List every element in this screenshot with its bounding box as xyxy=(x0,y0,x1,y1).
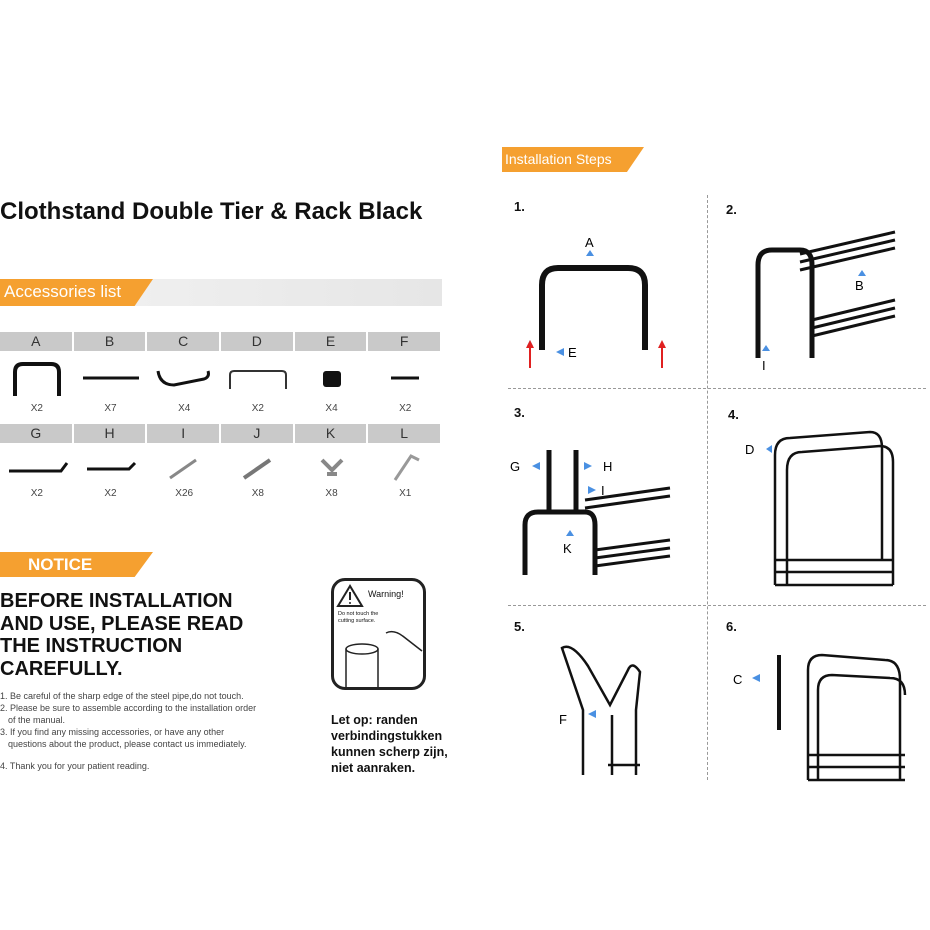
step-2-illustration xyxy=(755,230,896,358)
before-installation-warning: BEFORE INSTALLATION AND USE, PLEASE READ… xyxy=(0,590,300,680)
notice-heading: NOTICE xyxy=(0,552,153,577)
step-1-illustration xyxy=(526,250,666,368)
part-letter: F xyxy=(368,332,443,351)
divider xyxy=(508,388,926,389)
note-item: 2. Please be sure to assemble according … xyxy=(0,703,257,725)
dutch-warning: Let op: randen verbindingstukken kunnen … xyxy=(331,712,448,776)
step-label: B xyxy=(855,278,864,293)
note-item: 1. Be careful of the sharp edge of the s… xyxy=(0,691,244,701)
step-label: G xyxy=(510,459,520,474)
step-label: I xyxy=(601,483,605,498)
step-4-illustration xyxy=(766,430,895,587)
part-l-allen-key-icon xyxy=(368,447,442,487)
warning-caption-line: cutting surface. xyxy=(338,618,376,624)
part-j-bolt-icon xyxy=(221,447,295,487)
step-label: K xyxy=(563,541,572,556)
warning-title: Warning! xyxy=(368,589,404,599)
step-number: 1. xyxy=(514,199,525,214)
part-qty: X4 xyxy=(178,403,191,414)
parts-images-row-1 xyxy=(0,358,442,398)
step-label: C xyxy=(733,672,742,687)
part-letter: C xyxy=(147,332,222,351)
dutch-line: kunnen scherp zijn, xyxy=(331,745,448,759)
part-k-wing-nut-icon xyxy=(295,447,369,487)
part-g-rod-icon xyxy=(0,447,74,487)
part-qty: X2 xyxy=(251,403,264,414)
warning-caption-line: Do not touch the xyxy=(338,611,379,617)
accessories-heading: Accessories list xyxy=(0,279,153,306)
part-qty: X2 xyxy=(30,403,43,414)
part-letter: L xyxy=(368,424,443,443)
step-label: I xyxy=(762,358,766,373)
step-label: A xyxy=(585,235,594,250)
step-5-illustration xyxy=(560,645,642,775)
part-letter: G xyxy=(0,424,74,443)
part-letter: K xyxy=(295,424,369,443)
part-letter: H xyxy=(74,424,148,443)
part-a-frame-icon xyxy=(0,358,74,398)
step-3-illustration xyxy=(522,450,671,575)
part-qty: X1 xyxy=(399,488,412,499)
part-qty: X2 xyxy=(399,403,412,414)
parts-quantity-row-1: X2 X7 X4 X2 X4 X2 xyxy=(0,403,442,414)
part-b-tube-icon xyxy=(74,358,148,398)
part-qty: X7 xyxy=(104,403,117,414)
part-i-screw-icon xyxy=(147,447,221,487)
step-number: 4. xyxy=(728,407,739,422)
part-e-foot-cap-icon xyxy=(295,358,369,398)
installation-steps-heading: Installation Steps xyxy=(502,147,644,172)
warning-line: CAREFULLY. xyxy=(0,657,123,680)
note-item: 3. If you find any missing accessories, … xyxy=(0,727,247,749)
step-label: H xyxy=(603,459,612,474)
part-c-hook-icon xyxy=(147,358,221,398)
divider xyxy=(508,605,926,606)
part-qty: X4 xyxy=(325,403,338,414)
note-item: 4. Thank you for your patient reading. xyxy=(0,761,150,771)
warning-line: THE INSTRUCTION xyxy=(0,635,183,657)
divider xyxy=(707,195,708,780)
warning-line: BEFORE INSTALLATION xyxy=(0,590,233,612)
part-qty: X2 xyxy=(104,488,117,499)
part-letter: J xyxy=(221,424,295,443)
dutch-line: niet aanraken. xyxy=(331,761,416,775)
step-6-illustration xyxy=(752,653,907,782)
step-number: 2. xyxy=(726,202,737,217)
page-title: Clothstand Double Tier & Rack Black xyxy=(0,198,423,225)
part-letter: I xyxy=(147,424,222,443)
parts-images-row-2 xyxy=(0,447,442,487)
part-letter: A xyxy=(0,332,74,351)
warning-triangle-icon xyxy=(336,584,423,687)
part-d-top-bar-icon xyxy=(221,358,295,398)
part-qty: X8 xyxy=(251,488,264,499)
step-label: E xyxy=(568,345,577,360)
part-f-connector-icon xyxy=(368,358,442,398)
step-number: 6. xyxy=(726,619,737,634)
step-number: 3. xyxy=(514,405,525,420)
dutch-line: Let op: randen xyxy=(331,713,418,727)
dutch-line: verbindingstukken xyxy=(331,729,443,743)
part-qty: X2 xyxy=(30,488,43,499)
part-letter: E xyxy=(295,332,369,351)
warning-line: AND USE, PLEASE READ xyxy=(0,612,244,635)
part-qty: X8 xyxy=(325,488,338,499)
part-letter: B xyxy=(74,332,148,351)
step-label: D xyxy=(745,442,754,457)
part-h-rod-icon xyxy=(74,447,148,487)
step-label: F xyxy=(559,712,567,727)
step-number: 5. xyxy=(514,619,525,634)
part-qty: X26 xyxy=(175,488,194,499)
notes-list: 1. Be careful of the sharp edge of the s… xyxy=(0,690,260,772)
part-letter: D xyxy=(221,332,295,351)
parts-quantity-row-2: X2 X2 X26 X8 X8 X1 xyxy=(0,488,442,499)
